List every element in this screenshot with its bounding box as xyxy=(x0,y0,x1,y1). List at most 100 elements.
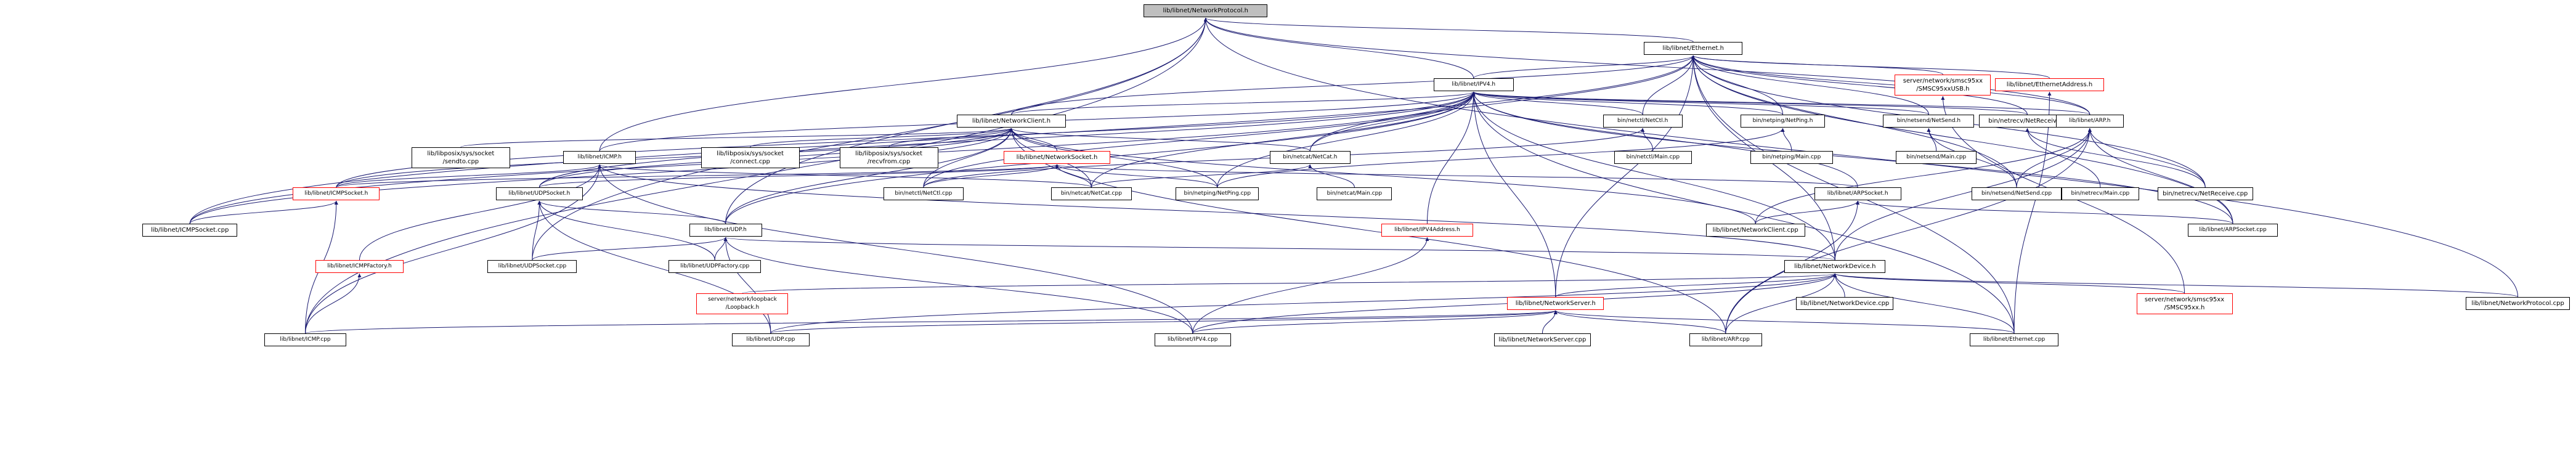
edge-netserver-h-to-arp-cpp xyxy=(1553,310,1726,334)
node-sendto-cpp[interactable]: lib/libposix/sys/socket /sendto.cpp xyxy=(411,147,510,168)
edge-netclient-h-to-udp-h xyxy=(725,128,1014,224)
node-icmpfactory-h[interactable]: lib/libnet/ICMPFactory.h xyxy=(315,260,404,273)
node-ipv4addr-h[interactable]: lib/libnet/IPV4Address.h xyxy=(1381,224,1473,237)
node-netcat-cpp[interactable]: bin/netcat/NetCat.cpp xyxy=(1050,187,1132,200)
edge-netsock-h-to-netping-cpp xyxy=(1055,164,1218,188)
node-netcat-h[interactable]: bin/netcat/NetCat.h xyxy=(1269,151,1351,164)
edge-udp-h-to-udpsock-cpp xyxy=(532,237,728,261)
node-udp-h[interactable]: lib/libnet/UDP.h xyxy=(689,224,762,237)
edge-ipv4-h-to-netsend-h xyxy=(1471,91,1929,115)
edge-netdevice-h-to-netdevice-cpp xyxy=(1833,273,1845,298)
edge-udpsock-h-to-udpfactory-cpp xyxy=(537,200,715,261)
node-netctl-cpp[interactable]: bin/netctl/NetCtl.cpp xyxy=(883,187,964,200)
edge-arp-h-to-arpsock-cpp xyxy=(2087,128,2233,224)
edge-ipv4-h-to-netcat-h xyxy=(1309,91,1476,152)
node-loopback-h[interactable]: server/network/loopback /Loopback.h xyxy=(696,293,789,314)
edge-ethernet-h-to-netsend-h xyxy=(1691,55,1929,115)
node-smsc-h[interactable]: server/network/smsc95xx /SMSC95xx.h xyxy=(2136,293,2233,314)
node-netctl-main[interactable]: bin/netctl/Main.cpp xyxy=(1614,151,1692,164)
node-netping-main[interactable]: bin/netping/Main.cpp xyxy=(1750,151,1833,164)
edge-netdevice-h-to-protocol-cpp xyxy=(1833,273,2519,298)
edge-udpsock-h-to-udp-h xyxy=(537,200,726,224)
edge-netclient-h-to-arp-cpp xyxy=(1009,128,1726,334)
node-netsend-h[interactable]: bin/netsend/NetSend.h xyxy=(1883,115,1975,128)
node-netcat-main[interactable]: bin/netcat/Main.cpp xyxy=(1317,187,1392,200)
node-ipv4-h[interactable]: lib/libnet/IPV4.h xyxy=(1433,78,1514,91)
edge-netcat-h-to-netcat-cpp xyxy=(1091,164,1312,188)
node-smsc-usb-h[interactable]: server/network/smsc95xx /SMSC95xxUSB.h xyxy=(1895,75,1991,96)
edge-arp-h-to-netdevice-h xyxy=(1834,128,2092,261)
node-arp-h[interactable]: lib/libnet/ARP.h xyxy=(2055,115,2124,128)
edge-ethaddr-h-to-ethernet-cpp xyxy=(2013,91,2052,334)
node-udpsock-h[interactable]: lib/libnet/UDPSocket.h xyxy=(495,187,583,200)
node-netsend-cpp[interactable]: bin/netsend/NetSend.cpp xyxy=(1971,187,2062,200)
node-ethernet-cpp[interactable]: lib/libnet/Ethernet.cpp xyxy=(1970,333,2058,346)
node-icmpsock-cpp[interactable]: lib/libnet/ICMPSocket.cpp xyxy=(142,224,237,237)
edge-ethernet-h-to-arp-h xyxy=(1691,55,2090,115)
edge-ethernet-h-to-icmpsock-cpp xyxy=(189,55,1696,224)
node-icmpsock-h[interactable]: lib/libnet/ICMPSocket.h xyxy=(293,187,380,200)
edge-netdevice-h-to-smsc-h xyxy=(1833,273,2185,294)
edge-netdevice-h-to-ethernet-cpp xyxy=(1833,273,2015,334)
edge-ethernet-h-to-netrecv-h xyxy=(1691,55,2028,115)
edge-arp-h-to-arp-cpp xyxy=(1725,128,2092,334)
edge-ethernet-h-to-netserver-h xyxy=(1555,55,1696,298)
node-connect-cpp[interactable]: lib/libposix/sys/socket /connect.cpp xyxy=(701,147,800,168)
edge-icmp-h-to-icmp-cpp xyxy=(305,164,602,334)
node-arpsock-h[interactable]: lib/libnet/ARPSocket.h xyxy=(1814,187,1901,200)
node-icmp-cpp[interactable]: lib/libnet/ICMP.cpp xyxy=(264,333,347,346)
edge-ethernet-h-to-netclient-h xyxy=(1010,55,1696,115)
edge-ethernet-h-to-ipv4-h xyxy=(1473,55,1696,79)
node-udp-cpp[interactable]: lib/libnet/UDP.cpp xyxy=(731,333,810,346)
edge-netcat-h-to-netcat-main xyxy=(1308,164,1355,188)
edge-protocol-h-to-icmp-h xyxy=(599,17,1208,152)
edge-ipv4-h-to-netctl-h xyxy=(1471,91,1643,115)
node-netping-cpp[interactable]: bin/netping/NetPing.cpp xyxy=(1176,187,1259,200)
edge-netsend-h-to-netsend-main xyxy=(1927,128,1937,152)
node-recvfrom-cpp[interactable]: lib/libposix/sys/socket /recvfrom.cpp xyxy=(839,147,938,168)
node-ethernet-h[interactable]: lib/libnet/Ethernet.h xyxy=(1644,42,1743,55)
node-netsock-h[interactable]: lib/libnet/NetworkSocket.h xyxy=(1003,151,1111,164)
edge-netdevice-h-to-loopback-h xyxy=(742,273,1837,294)
edge-ipv4-h-to-netclient-h xyxy=(1010,91,1476,115)
edge-ipv4-h-to-icmpsock-cpp xyxy=(189,91,1476,224)
edge-netserver-h-to-udp-cpp xyxy=(770,310,1558,334)
node-icmp-h[interactable]: lib/libnet/ICMP.h xyxy=(563,151,636,164)
edge-arp-h-to-netsend-cpp xyxy=(2016,128,2092,188)
edge-arpsock-h-to-arpsock-cpp xyxy=(1856,200,2233,224)
node-netdevice-h[interactable]: lib/libnet/NetworkDevice.h xyxy=(1784,260,1886,273)
edge-ipv4-h-to-netserver-h xyxy=(1471,91,1556,298)
edge-netrecv-h-to-netrecv-main xyxy=(2025,128,2101,188)
edge-netclient-h-to-icmpsock-h xyxy=(336,128,1014,188)
node-netserver-cpp[interactable]: lib/libnet/NetworkServer.cpp xyxy=(1493,333,1591,346)
node-arpsock-cpp[interactable]: lib/libnet/ARPSocket.cpp xyxy=(2187,224,2278,237)
node-netctl-h[interactable]: bin/netctl/NetCtl.h xyxy=(1603,115,1683,128)
edge-udp-h-to-netdevice-h xyxy=(724,237,1835,261)
edge-netclient-h-to-connect-cpp xyxy=(750,128,1014,148)
edge-protocol-h-to-udpsock-cpp xyxy=(532,17,1208,261)
node-protocol-h[interactable]: lib/libnet/NetworkProtocol.h xyxy=(1144,4,1268,17)
node-netclient-cpp[interactable]: lib/libnet/NetworkClient.cpp xyxy=(1705,224,1805,237)
node-netserver-h[interactable]: lib/libnet/NetworkServer.h xyxy=(1507,297,1604,310)
edge-ethernet-h-to-netctl-h xyxy=(1642,55,1696,115)
edge-netclient-h-to-netcat-h xyxy=(1009,128,1310,152)
node-protocol-cpp[interactable]: lib/libnet/NetworkProtocol.cpp xyxy=(2466,297,2570,310)
node-ethaddr-h[interactable]: lib/libnet/EthernetAddress.h xyxy=(1994,78,2105,91)
node-udpsock-cpp[interactable]: lib/libnet/UDPSocket.cpp xyxy=(487,260,577,273)
node-netsend-main[interactable]: bin/netsend/Main.cpp xyxy=(1895,151,1977,164)
node-netclient-h[interactable]: lib/libnet/NetworkClient.h xyxy=(956,115,1067,128)
node-arp-cpp[interactable]: lib/libnet/ARP.cpp xyxy=(1689,333,1762,346)
edge-icmp-h-to-icmpfactory-h xyxy=(359,164,602,261)
node-udpfactory-cpp[interactable]: lib/libnet/UDPFactory.cpp xyxy=(668,260,762,273)
edge-ipv4addr-h-to-ipv4-cpp xyxy=(1192,237,1429,334)
edge-icmp-h-to-netcat-cpp xyxy=(598,164,1092,188)
node-netrecv-main[interactable]: bin/netrecv/Main.cpp xyxy=(2061,187,2140,200)
node-ipv4-cpp[interactable]: lib/libnet/IPV4.cpp xyxy=(1154,333,1231,346)
node-netping-h[interactable]: bin/netping/NetPing.h xyxy=(1741,115,1826,128)
edge-netctl-h-to-netctl-main xyxy=(1641,128,1654,152)
node-netrecv-cpp[interactable]: bin/netrecv/NetReceive.cpp xyxy=(2157,187,2253,200)
edge-icmp-h-to-icmpsock-h xyxy=(336,164,602,188)
node-netdevice-cpp[interactable]: lib/libnet/NetworkDevice.cpp xyxy=(1796,297,1893,310)
edge-protocol-h-to-arp-h xyxy=(1203,17,2090,115)
edge-arpsock-h-to-netclient-cpp xyxy=(1755,200,1860,224)
